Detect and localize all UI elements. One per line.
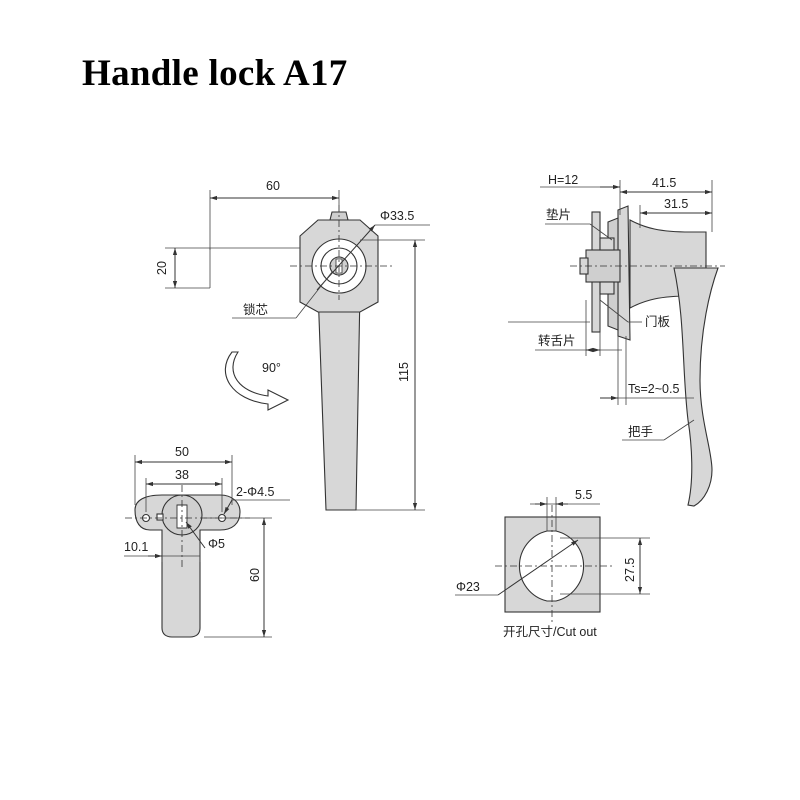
- dim-10-1: 10.1: [124, 540, 148, 554]
- rotation-arrow-icon: [224, 351, 290, 411]
- dim-38: 38: [175, 468, 189, 482]
- tongue-top: [599, 237, 615, 251]
- dim-phi5: Φ5: [208, 537, 225, 551]
- dim-phi23: Φ23: [456, 580, 480, 594]
- label-handle: 把手: [628, 425, 653, 439]
- side-view: H=12 41.5 31.5 垫片 门板 转舌片 Ts=2~0.5 把: [508, 173, 725, 507]
- back-view: 50 38 2-Φ4.5 10.1 Φ5 60: [124, 445, 290, 638]
- cutout-view: 5.5 27.5 Φ23 开孔尺寸/Cut out: [455, 488, 650, 639]
- dim-31-5: 31.5: [664, 197, 688, 211]
- tongue-bottom: [599, 281, 615, 295]
- dim-27-5: 27.5: [623, 558, 637, 582]
- dim-width-60: 60: [266, 179, 280, 193]
- label-lock-core: 锁芯: [243, 302, 268, 317]
- page-title: Handle lock A17: [82, 53, 348, 94]
- dim-length-115: 115: [397, 362, 411, 382]
- dim-holes: 2-Φ4.5: [236, 485, 275, 499]
- label-tongue-plate: 转舌片: [538, 333, 576, 348]
- cutout-caption: 开孔尺寸/Cut out: [503, 625, 597, 639]
- dim-5-5: 5.5: [575, 488, 592, 502]
- handle-lever: [317, 289, 361, 511]
- dim-ts: Ts=2~0.5: [628, 382, 679, 396]
- rotation-angle: 90°: [262, 361, 281, 375]
- tongue-plate: [134, 494, 241, 638]
- front-view: 60 20 Φ33.5 115 锁芯 90°: [155, 179, 430, 511]
- dim-41-5: 41.5: [652, 176, 676, 190]
- dim-50: 50: [175, 445, 189, 459]
- dim-height-20: 20: [155, 261, 169, 275]
- dim-60: 60: [248, 568, 262, 582]
- small-square: [156, 513, 164, 521]
- dim-diameter-33-5: Φ33.5: [380, 209, 414, 223]
- label-washer: 垫片: [546, 207, 571, 222]
- side-handle-lever: [673, 267, 719, 507]
- label-door-panel: 门板: [645, 314, 671, 329]
- dim-h-12: H=12: [548, 173, 578, 187]
